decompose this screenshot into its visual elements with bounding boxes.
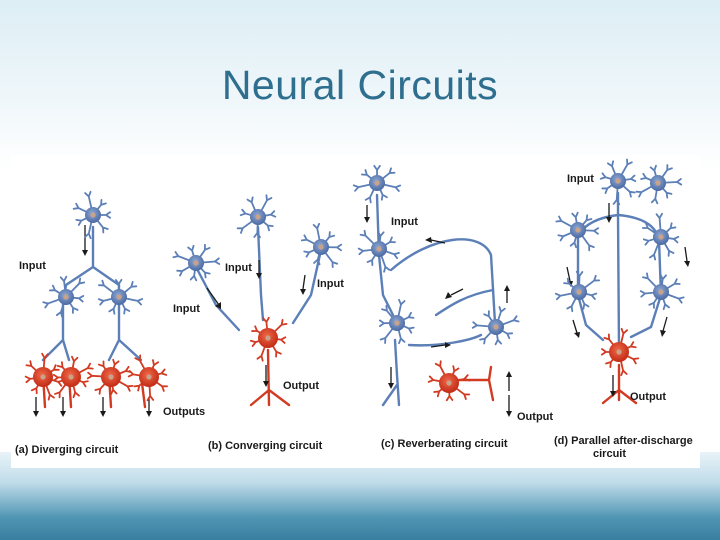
neural-circuits-figure: Input Outputs Input Input Input Output I… [11,155,700,468]
input-neuron [300,222,343,269]
nucleus [265,335,271,341]
nucleus [394,320,400,326]
caption-c: (c) Reverberating circuit [381,438,508,450]
caption-b: (b) Converging circuit [208,440,323,452]
output-neuron [24,352,64,401]
nucleus [446,380,452,386]
caption-a: (a) Diverging circuit [15,444,119,456]
slide-header-background [0,0,720,170]
label-c-input: Input [391,216,418,228]
input-neuron [554,270,601,313]
panel-c-reverberating [364,193,512,417]
nucleus [658,234,664,240]
nucleus [576,289,582,295]
label-d-output: Output [630,391,666,403]
input-neuron [42,275,86,318]
nucleus [146,374,152,380]
nucleus [90,212,96,218]
panel-b-converging [194,225,323,407]
neuron-cell-bodies [24,158,685,402]
nucleus [616,349,622,355]
input-neuron [378,298,415,345]
nucleus [374,180,380,186]
label-d-input: Input [567,173,594,185]
input-neuron [357,229,400,273]
slide-title: Neural Circuits [221,62,499,108]
input-neuron [236,194,277,239]
label-a-outputs: Outputs [163,406,205,418]
nucleus [615,178,621,184]
nucleus [255,214,261,220]
caption-d-line1: (d) Parallel after-discharge [554,435,693,447]
nucleus [655,180,661,186]
input-neuron [555,211,600,252]
caption-d-line2: circuit [593,448,626,460]
nucleus [40,374,46,380]
input-neuron [352,164,402,204]
nucleus [68,374,74,380]
nucleus [193,260,199,266]
nucleus [658,289,664,295]
nucleus [318,244,324,250]
input-neuron [635,164,683,205]
label-b-input-3: Input [317,278,344,290]
nucleus [493,324,499,330]
input-neuron [471,306,520,346]
input-neuron [172,243,221,282]
label-a-input: Input [19,260,46,272]
output-neuron [249,316,288,362]
output-neuron [600,327,640,377]
panel-a-diverging [33,225,152,417]
input-neuron [639,272,685,311]
label-b-input-1: Input [225,262,252,274]
nucleus [376,246,382,252]
nucleus [108,374,114,380]
output-neuron [86,358,134,396]
nucleus [63,294,69,300]
input-neuron [72,190,112,240]
input-neuron [599,158,637,206]
nucleus [575,227,581,233]
nucleus [116,294,122,300]
label-b-output: Output [283,380,319,392]
input-neuron [641,212,680,261]
output-neuron [52,355,94,399]
label-b-input-2: Input [173,303,200,315]
output-neuron [427,360,471,402]
label-c-output: Output [517,411,553,423]
output-neuron [127,354,168,402]
input-neuron [97,278,144,315]
